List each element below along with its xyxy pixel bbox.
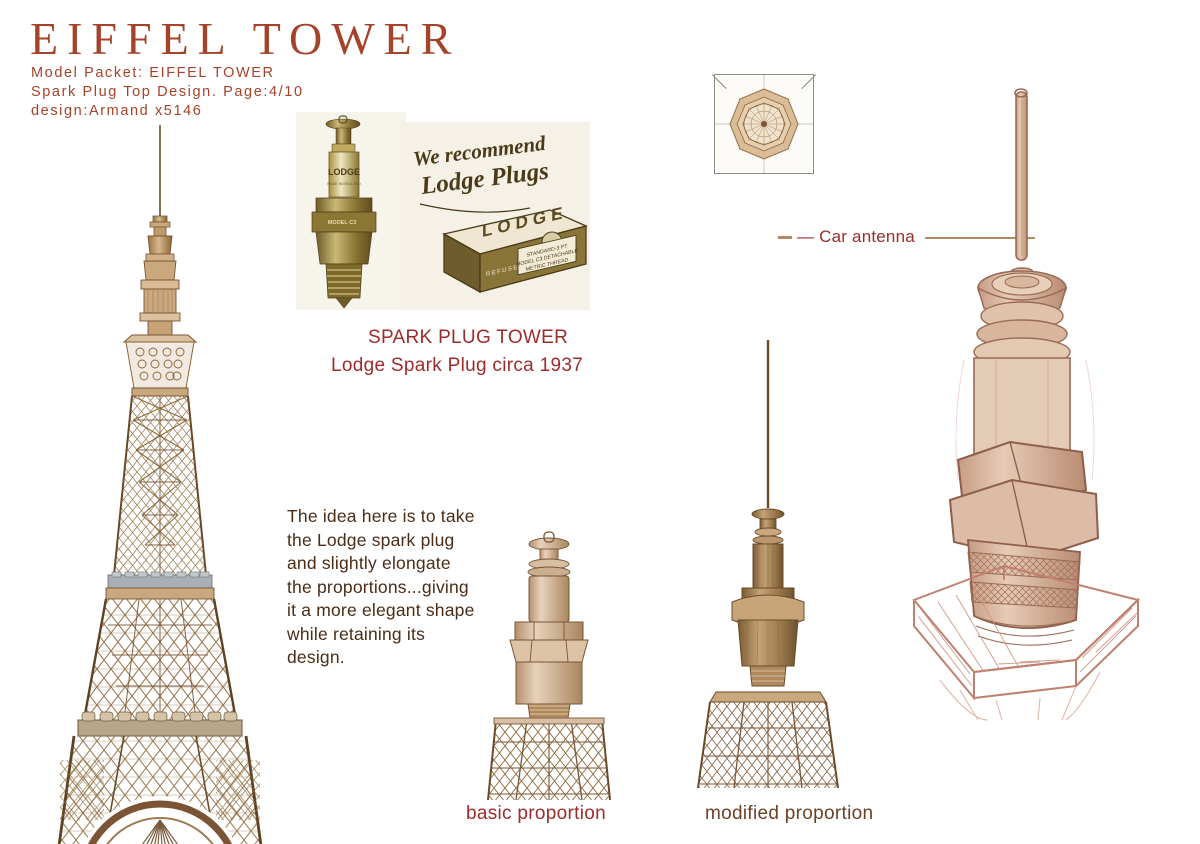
subtitle-line-1: Model Packet: EIFFEL TOWER xyxy=(31,65,275,81)
car-antenna-leader-right xyxy=(925,237,1035,239)
subtitle-line-2: Spark Plug Top Design. Page:4/10 xyxy=(31,84,304,100)
subtitle-line-3: design:Armand x5146 xyxy=(31,103,203,119)
octagonal-plan-top-view xyxy=(715,75,813,173)
lodge-plugs-advertisement-tin: We recommend Lodge Plugs LODGE REFUSE IF… xyxy=(400,122,590,310)
page-title: EIFFEL TOWER xyxy=(30,13,461,64)
page-subtitle: Model Packet: EIFFEL TOWER Spark Plug To… xyxy=(31,64,304,121)
caption-car-antenna: — Car antenna xyxy=(797,227,915,246)
eiffel-tower-elevation xyxy=(57,125,263,844)
design-note-paragraph: The idea here is to take the Lodge spark… xyxy=(287,506,475,667)
caption-modified-proportion: modified proportion xyxy=(705,803,874,824)
caption-spark-plug-tower: SPARK PLUG TOWER xyxy=(368,327,569,348)
plug-brand-text: LODGE xyxy=(328,167,360,177)
vintage-lodge-spark-plug-photo: LODGE MADE IN ENGLAND MODEL C3 xyxy=(296,112,406,310)
car-antenna-leader-left xyxy=(778,236,792,239)
octagonal-plan-frame xyxy=(714,74,814,174)
spark-plug-tower-modified-proportion xyxy=(697,340,839,789)
spark-plug-top-perspective-sketch xyxy=(912,88,1140,721)
plug-sub-text: MADE IN ENGLAND xyxy=(327,182,361,186)
spark-plug-tower-basic-proportion xyxy=(487,531,611,801)
plug-model-text: MODEL C3 xyxy=(328,220,356,226)
caption-basic-proportion: basic proportion xyxy=(466,803,606,824)
caption-lodge-circa: Lodge Spark Plug circa 1937 xyxy=(331,355,584,376)
